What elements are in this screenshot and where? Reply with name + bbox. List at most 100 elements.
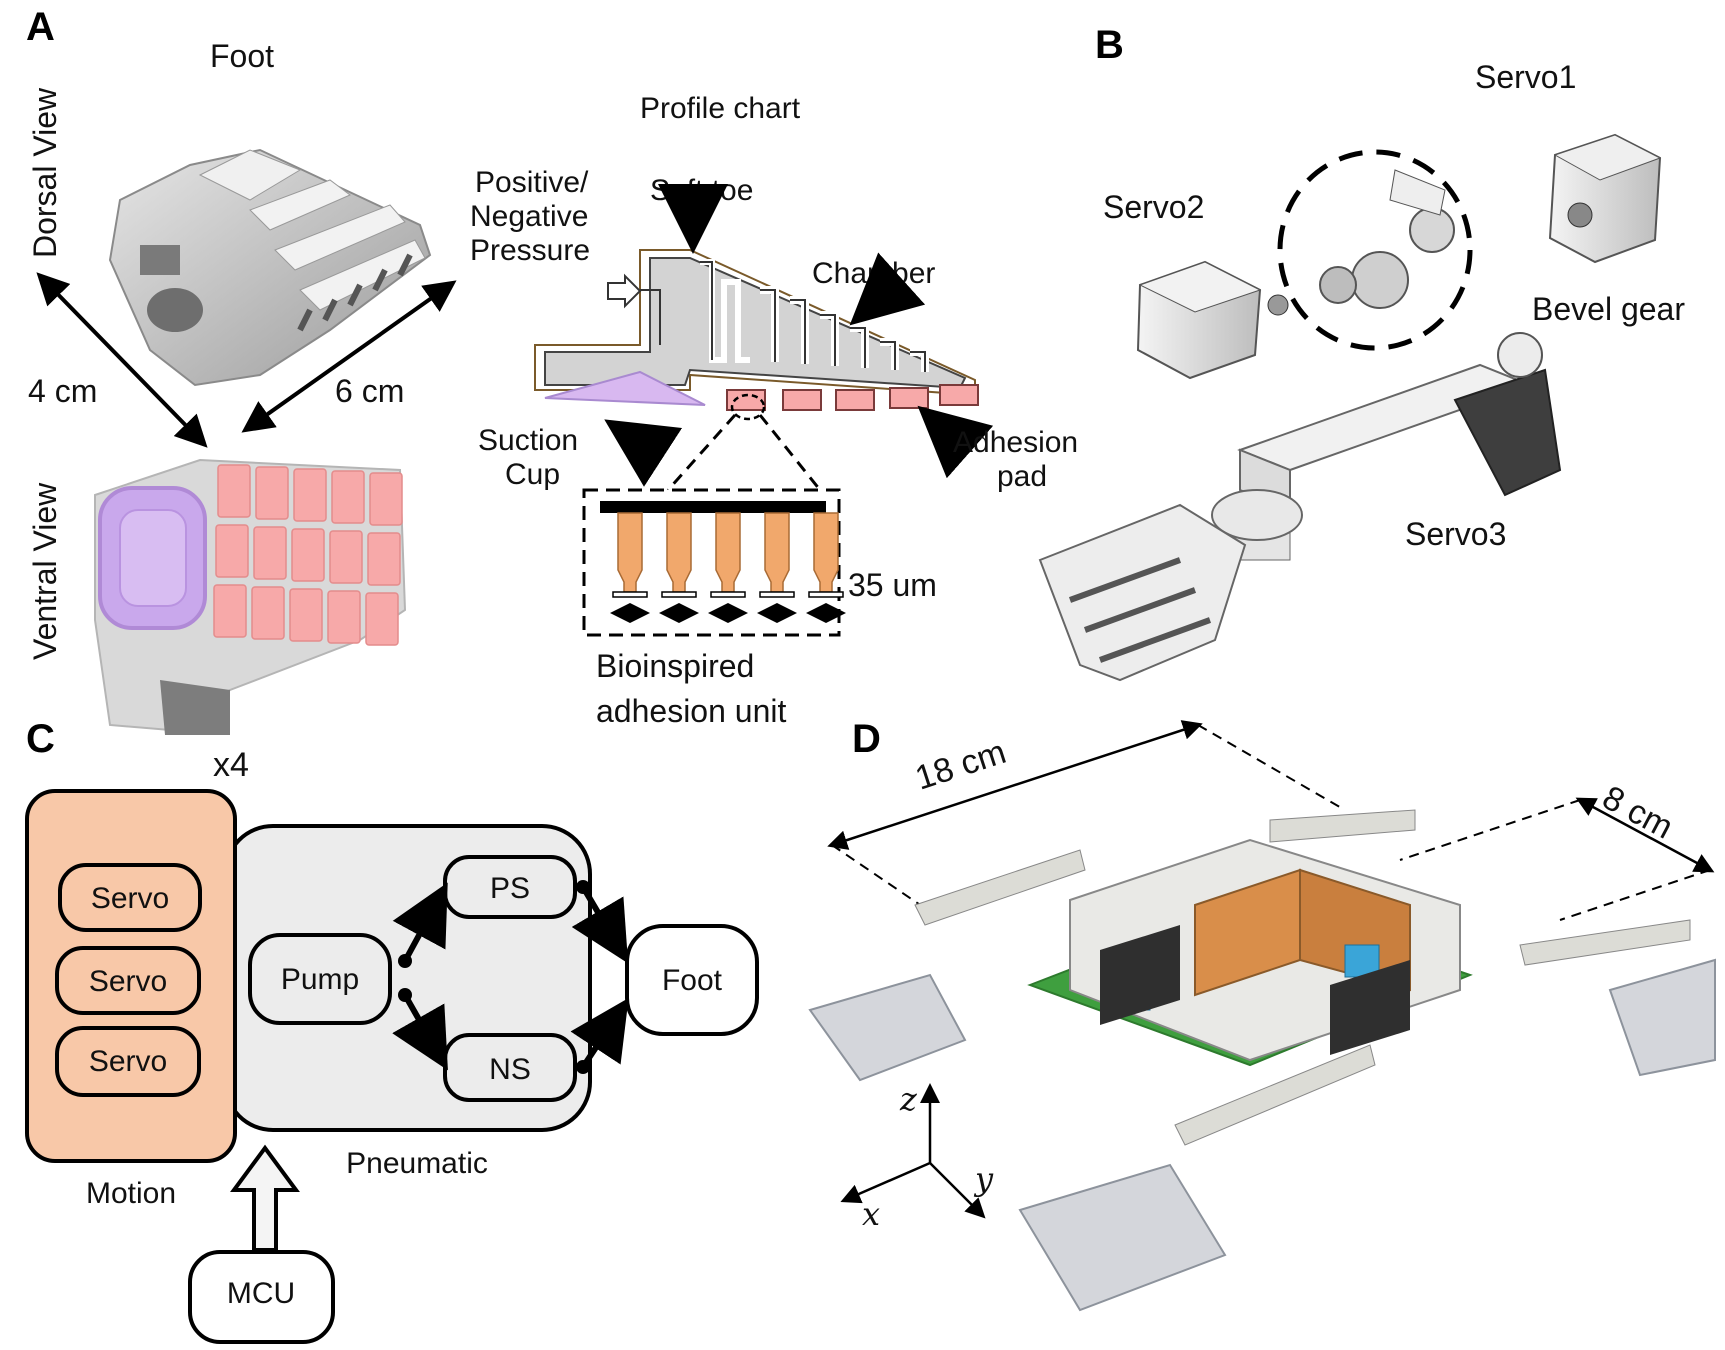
- adhesion-pad-cell: [217, 464, 251, 518]
- foot-length-label: 6 cm: [335, 373, 404, 409]
- panel-a: A Foot Dorsal View Ventral View 4 cm 6 c…: [26, 5, 1078, 735]
- profile-adhesion-pad: [939, 384, 979, 406]
- axis-y-label: y: [973, 1160, 994, 1198]
- motion-label: Motion: [86, 1177, 176, 1210]
- soft-toe-label: Soft toe: [650, 174, 753, 207]
- ns-label: NS: [489, 1053, 531, 1086]
- adhesion-pad-grid: [213, 464, 403, 646]
- profile-chart-title: Profile chart: [640, 92, 801, 125]
- adhesion-unit-zoom: [582, 393, 846, 637]
- servo-box-1-label: Servo: [91, 882, 169, 915]
- dorsal-view-label: Dorsal View: [27, 87, 63, 258]
- leg-arm-render: [1038, 332, 1562, 682]
- pressure-label-line-2: Negative: [470, 200, 588, 233]
- bevel-gear-render: [1319, 169, 1455, 309]
- foot-dorsal-render: [108, 148, 432, 387]
- adhesion-pad-cell: [213, 584, 247, 638]
- adhesion-pad-label-line-1: Adhesion: [953, 426, 1078, 459]
- robot-dimension-lines: [827, 720, 1715, 921]
- adhesion-pad-arrow-icon: [917, 405, 994, 479]
- suction-cup-profile: [544, 370, 706, 406]
- foot-width-label: 4 cm: [28, 373, 97, 409]
- profile-adhesion-pads: [726, 384, 979, 411]
- mcu-label: MCU: [227, 1277, 295, 1310]
- adhesion-pad-cell: [367, 532, 401, 586]
- multiplier-label: x4: [213, 746, 249, 784]
- ps-label: PS: [490, 872, 530, 905]
- servo-box-2-label: Servo: [89, 965, 167, 998]
- servo-group: Servo Servo Servo: [55, 863, 202, 1097]
- servo1-render: [1548, 133, 1662, 264]
- seta-tip: [710, 591, 746, 598]
- bevel-gear-highlight-circle: [1277, 149, 1473, 351]
- panel-c: C x4 Servo Servo Servo Pump PS NS Foot: [25, 717, 759, 1344]
- pressure-label-line-1: Positive/: [475, 166, 589, 199]
- servo1-label: Servo1: [1475, 59, 1576, 95]
- seta-tip: [661, 591, 697, 598]
- adhesion-pad-cell: [215, 524, 249, 578]
- chamber-arrow-icon: [849, 252, 926, 326]
- chamber-label: Chamber: [812, 257, 935, 290]
- adhesion-pad-cell: [253, 526, 287, 580]
- suction-cup-arrow-icon: [604, 419, 683, 487]
- setae-array: [610, 512, 846, 623]
- adhesion-unit-label-line-1: Bioinspired: [596, 648, 754, 684]
- profile-adhesion-pad: [889, 387, 929, 409]
- adhesion-unit-label-line-2: adhesion unit: [596, 693, 786, 729]
- servo3-label: Servo3: [1405, 516, 1506, 552]
- air-inlet-arrow-icon: [607, 273, 642, 309]
- suction-cup-label-line-2: Cup: [505, 458, 560, 491]
- seta-tip: [808, 591, 844, 598]
- coordinate-axes: [840, 1083, 986, 1219]
- panel-c-letter: C: [26, 717, 55, 761]
- axis-z-label: z: [899, 1080, 918, 1118]
- panel-d: D 18 cm 8 cm: [808, 717, 1716, 1312]
- pressure-label-line-3: Pressure: [470, 234, 590, 267]
- profile-adhesion-pad: [835, 389, 875, 411]
- ventral-view-label: Ventral View: [27, 482, 63, 660]
- adhesion-pad-label-line-2: pad: [997, 460, 1047, 493]
- panel-a-letter: A: [26, 5, 55, 49]
- servo2-label: Servo2: [1103, 189, 1204, 225]
- servo-box-3-label: Servo: [89, 1045, 167, 1078]
- panel-b-letter: B: [1095, 23, 1124, 67]
- adhesion-pad-cell: [329, 530, 363, 584]
- adhesion-pad-cell: [327, 590, 361, 644]
- adhesion-pad-cell: [369, 472, 403, 526]
- mcu-up-arrow-icon: [230, 1144, 300, 1252]
- panel-b: B Servo1 Servo2 Bevel gear Servo3: [1038, 23, 1685, 682]
- setae-height-label: 35 um: [848, 567, 937, 603]
- servo-box-3: [55, 1026, 201, 1097]
- mcu-box: [188, 1250, 335, 1344]
- servo-box-2: [55, 946, 201, 1015]
- servo2-render: [1136, 260, 1289, 380]
- adhesion-pad-cell: [293, 468, 327, 522]
- adhesion-pad-cell: [365, 592, 399, 646]
- pneumatic-label: Pneumatic: [346, 1147, 488, 1180]
- pressure-label: Positive/ Negative Pressure: [470, 166, 590, 267]
- seta-tip: [759, 591, 795, 598]
- foot-box: [625, 924, 759, 1036]
- foot-label: Foot: [662, 964, 723, 997]
- servo-box-1: [58, 863, 202, 932]
- panel-d-letter: D: [852, 717, 881, 761]
- adhesion-pad-cell: [251, 586, 285, 640]
- profile-adhesion-pad: [782, 389, 822, 411]
- profile-cross-section: [534, 249, 979, 411]
- profile-adhesion-pad: [726, 389, 766, 411]
- flow-arrows: [230, 880, 629, 1252]
- adhesion-pad-cell: [291, 528, 325, 582]
- foot-ventral-render: [94, 458, 407, 735]
- bevel-gear-label: Bevel gear: [1532, 291, 1685, 327]
- axis-x-label: x: [862, 1195, 880, 1233]
- seta-tip: [612, 591, 648, 598]
- pump-label: Pump: [281, 963, 359, 996]
- foot-title: Foot: [210, 38, 274, 74]
- robot-render: [808, 809, 1716, 1312]
- robot-length-label: 18 cm: [911, 733, 1011, 798]
- adhesion-pad-cell: [331, 470, 365, 524]
- foot-dimension-arrows: [36, 272, 457, 448]
- pump-box: [248, 933, 392, 1025]
